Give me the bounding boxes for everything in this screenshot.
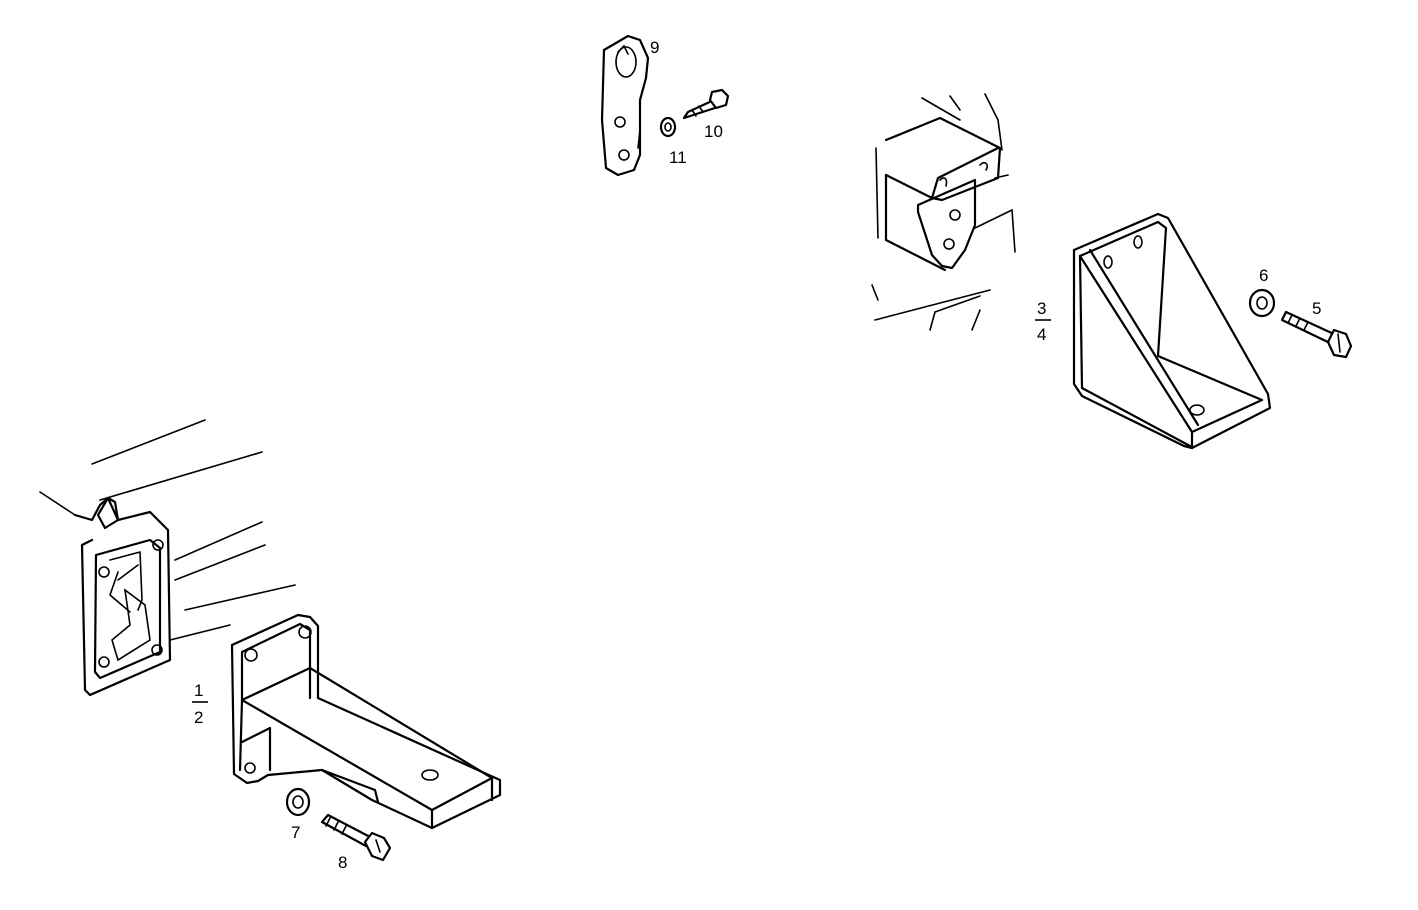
callout-7: 7 — [291, 823, 300, 842]
engine-block-right — [871, 93, 1016, 331]
bolt-10 — [682, 88, 730, 120]
engine-support-bracket-right — [1072, 212, 1272, 450]
callout-6: 6 — [1259, 266, 1268, 285]
callout-11: 11 — [669, 148, 687, 167]
bolt-5 — [1280, 310, 1353, 359]
lifting-plate-9 — [600, 34, 650, 177]
washer-11 — [659, 116, 677, 138]
engine-support-bracket-left — [230, 613, 502, 830]
callout-8: 8 — [338, 853, 347, 872]
callout-4: 4 — [1037, 325, 1046, 344]
engine-block-left — [39, 419, 296, 697]
callout-3-4: 3 4 — [1035, 299, 1051, 344]
callout-2: 2 — [194, 708, 203, 727]
washer-6 — [1248, 288, 1276, 318]
callout-1-2: 1 2 — [192, 681, 208, 727]
callout-1: 1 — [194, 681, 203, 700]
bolt-8 — [320, 813, 392, 862]
callout-10: 10 — [704, 122, 723, 141]
callout-3: 3 — [1037, 299, 1046, 318]
callout-9: 9 — [650, 38, 659, 57]
callout-5: 5 — [1312, 299, 1321, 318]
washer-7 — [285, 787, 311, 817]
